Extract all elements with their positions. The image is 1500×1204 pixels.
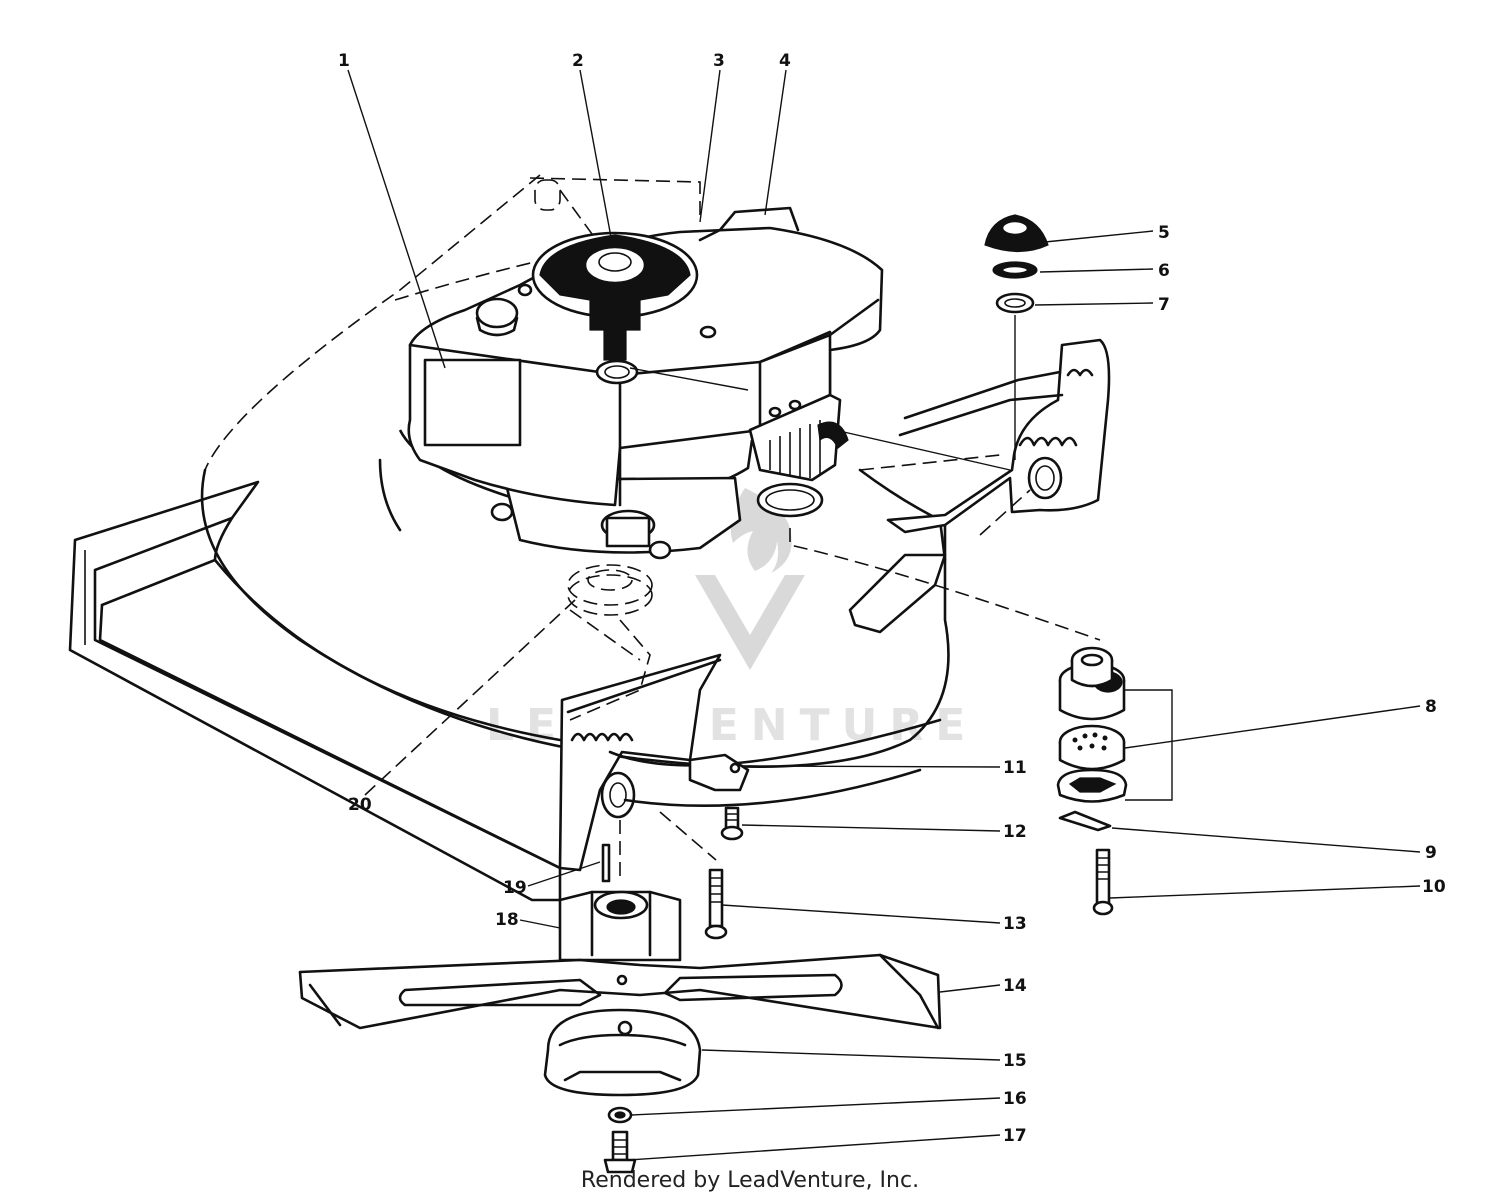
- callout-13: 13: [1003, 914, 1027, 934]
- callout-11: 11: [1003, 758, 1027, 778]
- callout-12: 12: [1003, 822, 1027, 842]
- footer-credit: Rendered by LeadVenture, Inc.: [580, 1168, 920, 1193]
- callout-8: 8: [1425, 697, 1437, 717]
- callout-17: 17: [1003, 1126, 1027, 1146]
- callout-18: 18: [495, 910, 519, 930]
- callout-19: 19: [503, 878, 527, 898]
- gas-cap-stack: [984, 214, 1049, 460]
- cylinder-fins: [748, 393, 849, 482]
- blade-fasteners: [603, 1106, 637, 1174]
- mower-blade: [298, 953, 942, 1030]
- callout-3: 3: [713, 51, 725, 71]
- blade-adapter: [558, 820, 682, 962]
- mower-deck: [68, 174, 1111, 902]
- callout-2: 2: [572, 51, 584, 71]
- callout-4: 4: [779, 51, 791, 71]
- callout-20: 20: [348, 795, 372, 815]
- blade-support: [543, 1008, 702, 1097]
- callout-14: 14: [1003, 976, 1027, 996]
- callout-10: 10: [1422, 877, 1446, 897]
- callout-7: 7: [1158, 295, 1170, 315]
- muffler-assembly: [1056, 646, 1173, 916]
- engine-assembly: [378, 206, 1011, 560]
- engine-mount-outline: [529, 177, 701, 246]
- callout-6: 6: [1158, 261, 1170, 281]
- deck-hardware: [659, 753, 750, 940]
- callout-1: 1: [338, 51, 350, 71]
- callout-9: 9: [1425, 843, 1437, 863]
- belt-pulley: [567, 564, 653, 721]
- callout-labels: 1 2 3 4 5 6 7 8 9 10 11 12 13 14 15 16 1…: [338, 51, 1446, 1146]
- callout-15: 15: [1003, 1051, 1027, 1071]
- callout-16: 16: [1003, 1089, 1027, 1109]
- callout-leaders: [347, 69, 1421, 1161]
- callout-5: 5: [1158, 223, 1170, 243]
